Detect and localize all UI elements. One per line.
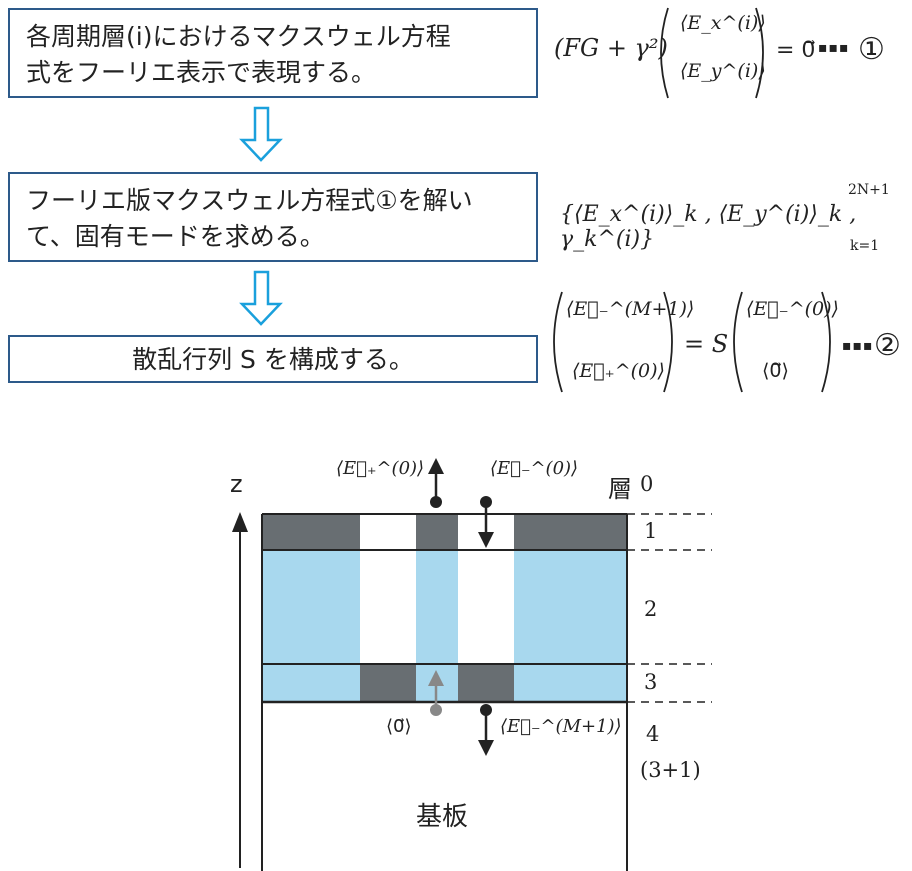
e-minus-arrowhead xyxy=(478,532,494,548)
transmit-arrowhead xyxy=(478,740,494,756)
layer1-block-right xyxy=(514,514,627,550)
eq3-rhs-paren-left xyxy=(733,291,743,393)
layer-label-prefix: 層 xyxy=(608,475,632,503)
eq2-subscript: k=1 xyxy=(850,238,880,254)
eq1-vector-top: ⟨E_x^(i)⟩ xyxy=(680,12,766,34)
layer3-gray-right xyxy=(458,664,514,702)
layer1-block-left xyxy=(262,514,360,550)
eq3-lhs-bottom: ⟨E⃗₊^(0)⟩ xyxy=(572,360,665,382)
step-box-3: 散乱行列 S を構成する。 xyxy=(8,335,538,383)
label-e-minus: ⟨E⃗₋^(0)⟩ xyxy=(490,458,579,479)
step-2-line-1: フーリエ版マクスウェル方程式①を解い xyxy=(26,186,473,215)
eq3-dots: ▪▪▪ xyxy=(842,338,874,354)
eq1-dots: ▪▪▪ xyxy=(818,40,850,56)
substrate-label: 基板 xyxy=(416,802,469,832)
layer3-base xyxy=(262,664,627,702)
eq3-lhs-paren-right xyxy=(663,291,673,393)
eq1-rhs: = 0⃗ xyxy=(776,38,816,63)
eq2-set: {⟨E_x^(i)⟩_k , ⟨E_y^(i)⟩_k , γ_k^(i)} xyxy=(560,202,857,252)
eq1-vector-bottom: ⟨E_y^(i)⟩ xyxy=(680,60,766,82)
layer2-block-mid xyxy=(416,550,458,664)
eq1-lhs: (FG + γ²) xyxy=(554,34,668,62)
layer2-block-right xyxy=(514,550,627,664)
eq3-marker: ② xyxy=(874,328,901,363)
label-transmitted: ⟨E⃗₋^(M+1)⟩ xyxy=(500,716,622,737)
label-zero: ⟨0⃗⟩ xyxy=(386,716,412,737)
eq3-rhs-top: ⟨E⃗₋^(0)⟩ xyxy=(746,298,839,320)
zero-arrowhead xyxy=(428,670,444,686)
flow-arrow-1 xyxy=(239,106,283,162)
layer1-block-mid xyxy=(416,514,458,550)
step-2-line-2: て、固有モードを求める。 xyxy=(26,222,325,251)
e-plus-arrowhead xyxy=(428,458,444,474)
step-box-1: 各周期層(i)におけるマクスウェル方程 式をフーリエ表示で表現する。 xyxy=(8,8,538,98)
eq3-mid: = S xyxy=(684,330,729,358)
layer-4-number: 4 xyxy=(646,722,660,746)
layer-2-number: 2 xyxy=(644,597,658,621)
layer2-block-left xyxy=(262,550,360,664)
flow-arrow-2 xyxy=(239,270,283,326)
layer-3-number: 3 xyxy=(644,670,658,694)
step-3-line-1: 散乱行列 S を構成する。 xyxy=(132,345,414,374)
z-axis-arrowhead xyxy=(232,512,248,532)
eq3-lhs-paren-left xyxy=(553,291,563,393)
label-e-plus: ⟨E⃗₊^(0)⟩ xyxy=(336,458,425,479)
layer-1-number: 1 xyxy=(644,519,658,543)
eq1-marker: ① xyxy=(858,32,885,67)
eq3-lhs-top: ⟨E⃗₋^(M+1)⟩ xyxy=(566,298,695,320)
step-box-2: フーリエ版マクスウェル方程式①を解い て、固有モードを求める。 xyxy=(8,172,538,262)
layer-0-number: 0 xyxy=(640,472,654,496)
layer3-gray-left xyxy=(360,664,416,702)
eq3-rhs-paren-right xyxy=(821,291,831,393)
eq1-paren-right xyxy=(755,7,764,99)
step-1-line-1: 各周期層(i)におけるマクスウェル方程 xyxy=(26,22,451,51)
eq2-superscript: 2N+1 xyxy=(848,182,890,198)
eq1-paren-left xyxy=(660,7,669,99)
z-axis-label: z xyxy=(230,470,243,498)
step-1-line-2: 式をフーリエ表示で表現する。 xyxy=(26,58,377,87)
layer-4-note: (3+1) xyxy=(640,758,701,782)
eq3-rhs-bottom: ⟨0⃗⟩ xyxy=(762,360,789,382)
